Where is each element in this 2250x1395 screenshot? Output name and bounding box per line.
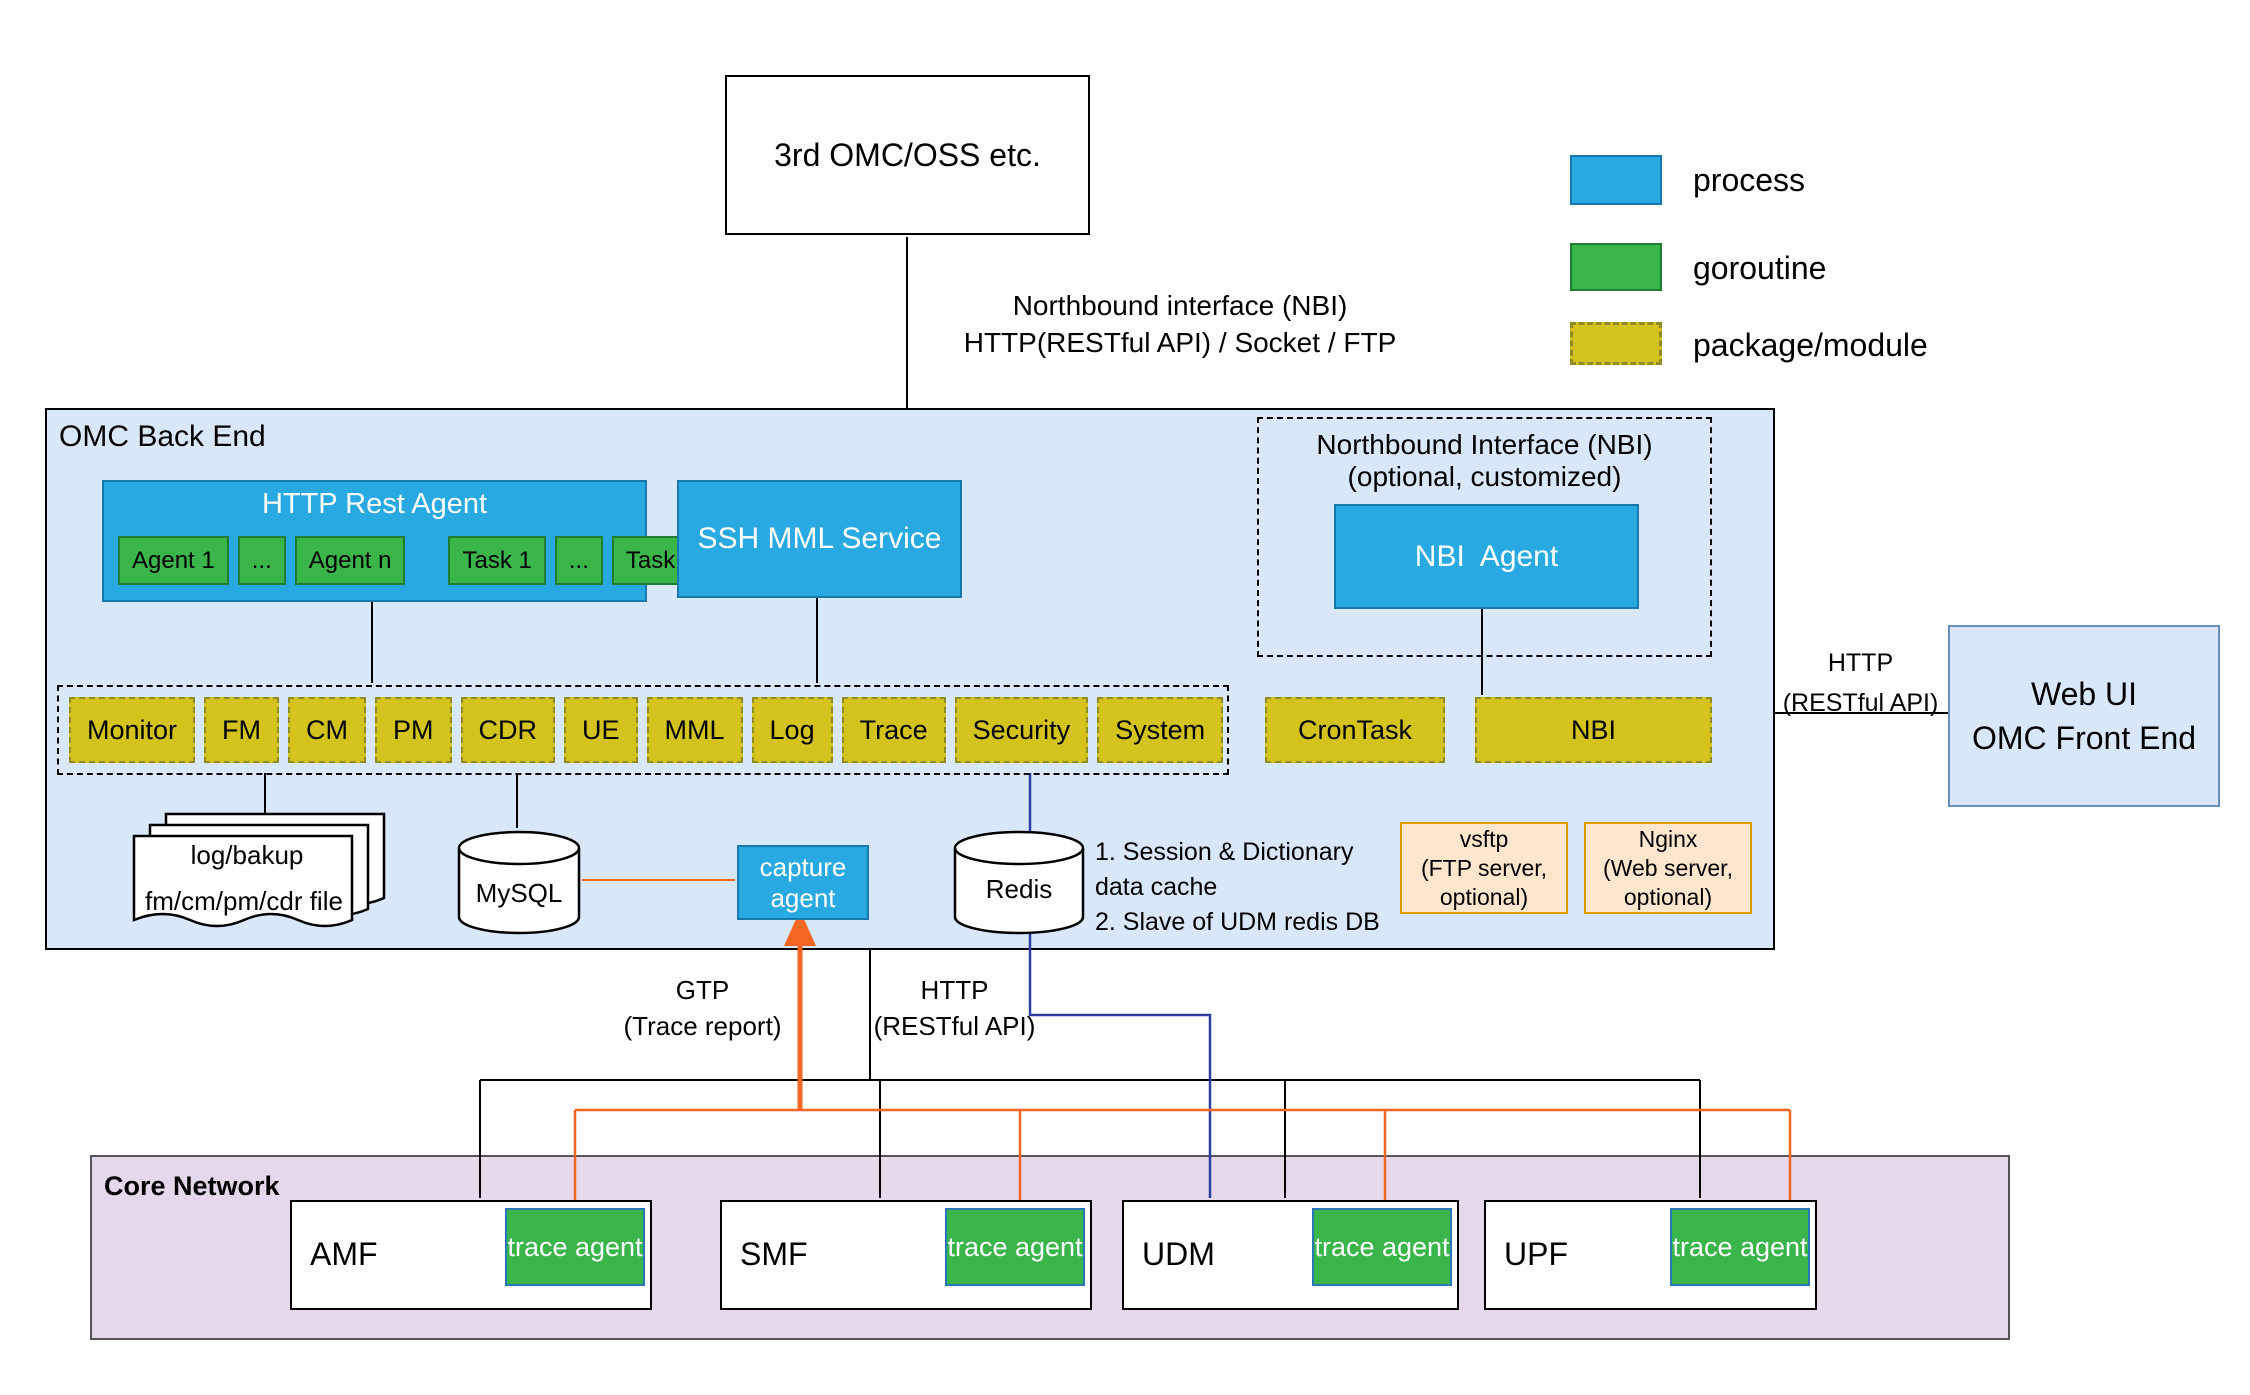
capture-agent-line1: capture bbox=[759, 851, 847, 882]
core-node-smf-label: SMF bbox=[740, 1236, 808, 1272]
nginx-line3: optional) bbox=[1623, 883, 1713, 910]
trace-agent-upf[interactable]: trace agent bbox=[1670, 1208, 1810, 1286]
nbi-link-label-line1: Northbound interface (NBI) bbox=[1012, 290, 1348, 321]
http-rest-agent-title: HTTP Rest Agent bbox=[261, 487, 488, 520]
http-bottom-line1: HTTP bbox=[920, 975, 989, 1005]
vsftp-box[interactable]: vsftp (FTP server, optional) bbox=[1400, 822, 1568, 914]
nginx-box[interactable]: Nginx (Web server, optional) bbox=[1584, 822, 1752, 914]
nbi-optional-container: Northbound Interface (NBI) (optional, cu… bbox=[1257, 417, 1712, 657]
capture-agent-box[interactable]: capture agent bbox=[737, 845, 869, 920]
gtp-label-line1: GTP bbox=[675, 975, 730, 1005]
module-mml[interactable]: MML bbox=[646, 697, 743, 763]
redis-note-line1: 1. Session & Dictionary bbox=[1095, 838, 1354, 866]
agent-ellipsis-chip: ... bbox=[237, 536, 286, 585]
mysql-label: MySQL bbox=[475, 878, 563, 908]
core-node-amf-label: AMF bbox=[310, 1236, 378, 1272]
module-cdr[interactable]: CDR bbox=[460, 697, 556, 763]
gtp-trace-report-label: GTP (Trace report) bbox=[595, 972, 810, 1044]
redis-note: 1. Session & Dictionary data cache 2. Sl… bbox=[1095, 835, 1425, 940]
module-nbi[interactable]: NBI bbox=[1475, 697, 1712, 763]
third-party-omc-box[interactable]: 3rd OMC/OSS etc. bbox=[725, 75, 1090, 235]
modules-row: Monitor FM CM PM CDR UE MML Log Trace Se… bbox=[57, 685, 1229, 775]
log-backup-files: log/bakup fm/cm/pm/cdr file bbox=[132, 812, 392, 947]
agent-n-chip[interactable]: Agent n bbox=[294, 536, 406, 585]
legend-process-label: process bbox=[1693, 162, 1806, 198]
nbi-container-title-line2: (optional, customized) bbox=[1347, 461, 1622, 492]
omc-back-end-title: OMC Back End bbox=[59, 420, 266, 453]
module-crontask[interactable]: CronTask bbox=[1265, 697, 1445, 763]
nginx-line1: Nginx bbox=[1638, 825, 1698, 852]
redis-note-line2: data cache bbox=[1095, 873, 1218, 901]
module-log[interactable]: Log bbox=[751, 697, 833, 763]
nbi-agent-box[interactable]: NBI Agent bbox=[1334, 504, 1639, 609]
http-restful-right-label: HTTP (RESTful API) bbox=[1778, 643, 1943, 723]
task-ellipsis-chip: ... bbox=[554, 536, 603, 585]
nbi-container-title-line1: Northbound Interface (NBI) bbox=[1316, 429, 1653, 460]
core-node-udm[interactable]: UDM trace agent bbox=[1122, 1200, 1459, 1310]
trace-agent-amf[interactable]: trace agent bbox=[505, 1208, 645, 1286]
core-network-title: Core Network bbox=[104, 1171, 280, 1201]
module-cm[interactable]: CM bbox=[288, 697, 367, 763]
legend-package-label: package/module bbox=[1693, 327, 1928, 363]
module-ue[interactable]: UE bbox=[564, 697, 638, 763]
legend-process-swatch bbox=[1570, 155, 1662, 205]
core-network-container: Core Network AMF trace agent SMF trace a… bbox=[90, 1155, 2010, 1340]
core-node-upf-label: UPF bbox=[1504, 1236, 1568, 1272]
files-stack-icon bbox=[132, 812, 386, 928]
mysql-cylinder-icon bbox=[457, 830, 581, 935]
core-node-smf[interactable]: SMF trace agent bbox=[720, 1200, 1092, 1310]
web-ui-line2: OMC Front End bbox=[1971, 720, 2197, 756]
core-node-udm-label: UDM bbox=[1142, 1236, 1215, 1272]
trace-agent-udm[interactable]: trace agent bbox=[1312, 1208, 1452, 1286]
http-rest-agent-box[interactable]: HTTP Rest Agent Agent 1 ... Agent n Task… bbox=[102, 480, 710, 602]
files-label-line1: log/bakup bbox=[190, 840, 304, 870]
legend-goroutine-swatch bbox=[1570, 243, 1662, 291]
vsftp-line2: (FTP server, bbox=[1420, 854, 1548, 881]
module-system[interactable]: System bbox=[1097, 697, 1224, 763]
agent-1-chip[interactable]: Agent 1 bbox=[118, 536, 229, 585]
http-restful-bottom-label: HTTP (RESTful API) bbox=[872, 972, 1037, 1044]
web-ui-front-end-box[interactable]: Web UI OMC Front End bbox=[1948, 625, 2220, 807]
http-right-line2: (RESTful API) bbox=[1782, 689, 1939, 717]
http-rest-agent-children: Agent 1 ... Agent n Task 1 ... Task n bbox=[118, 536, 710, 585]
redis-label: Redis bbox=[985, 874, 1053, 904]
module-security[interactable]: Security bbox=[954, 697, 1089, 763]
module-trace[interactable]: Trace bbox=[841, 697, 946, 763]
legend-package-swatch bbox=[1570, 322, 1662, 365]
http-right-line1: HTTP bbox=[1827, 649, 1894, 677]
module-monitor[interactable]: Monitor bbox=[69, 697, 196, 763]
nbi-link-label-line2: HTTP(RESTful API) / Socket / FTP bbox=[963, 327, 1397, 358]
mysql-db[interactable]: MySQL bbox=[454, 830, 584, 935]
redis-db[interactable]: Redis bbox=[950, 830, 1088, 935]
nginx-line2: (Web server, bbox=[1603, 854, 1733, 881]
gtp-label-line2: (Trace report) bbox=[623, 1011, 782, 1041]
http-bottom-line2: (RESTful API) bbox=[873, 1011, 1036, 1041]
module-pm[interactable]: PM bbox=[375, 697, 452, 763]
web-ui-line1: Web UI bbox=[2030, 676, 2138, 712]
files-label-line2: fm/cm/pm/cdr file bbox=[145, 886, 343, 916]
vsftp-line3: optional) bbox=[1439, 883, 1529, 910]
vsftp-line1: vsftp bbox=[1459, 825, 1509, 852]
nbi-link-label: Northbound interface (NBI) HTTP(RESTful … bbox=[930, 287, 1430, 361]
capture-agent-line2: agent bbox=[770, 882, 836, 913]
omc-back-end-container: OMC Back End HTTP Rest Agent Agent 1 ...… bbox=[45, 408, 1775, 950]
ssh-mml-service-box[interactable]: SSH MML Service bbox=[677, 480, 962, 598]
legend-goroutine-label: goroutine bbox=[1693, 250, 1827, 286]
core-node-upf[interactable]: UPF trace agent bbox=[1484, 1200, 1817, 1310]
core-node-amf[interactable]: AMF trace agent bbox=[290, 1200, 652, 1310]
redis-note-line3: 2. Slave of UDM redis DB bbox=[1095, 908, 1380, 936]
module-fm[interactable]: FM bbox=[204, 697, 280, 763]
task-1-chip[interactable]: Task 1 bbox=[448, 536, 546, 585]
trace-agent-smf[interactable]: trace agent bbox=[945, 1208, 1085, 1286]
